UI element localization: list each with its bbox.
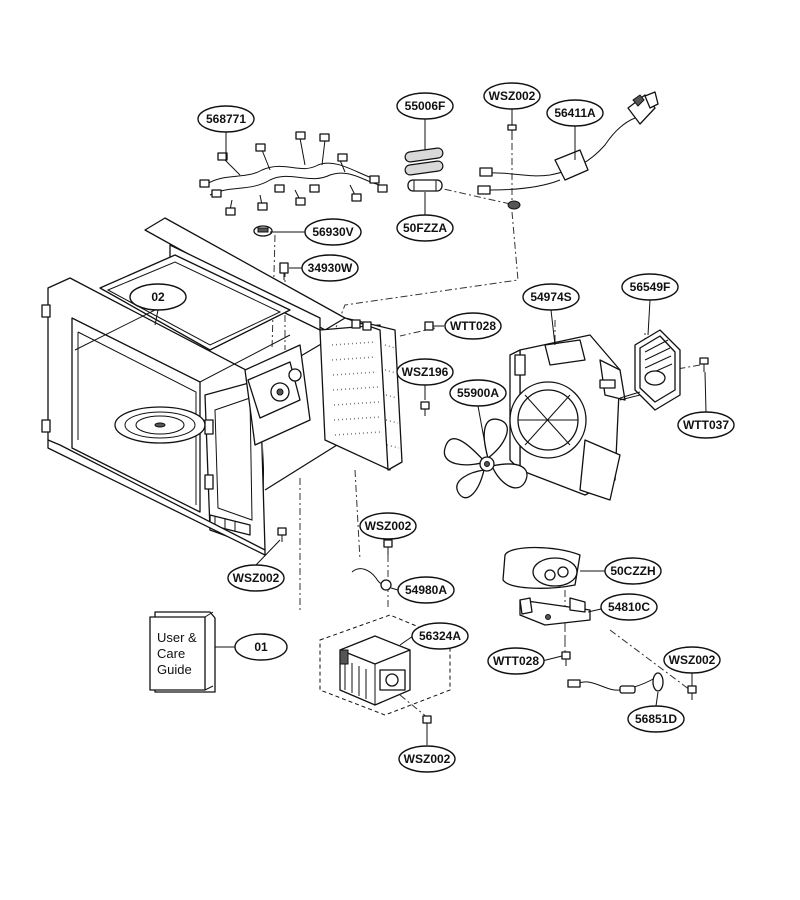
screws [277,321,697,730]
latch-spring [351,568,392,591]
svg-text:568771: 568771 [206,112,246,126]
svg-text:01: 01 [254,640,268,654]
label-54974S: 54974S [522,283,580,311]
svg-text:55006F: 55006F [405,99,446,113]
svg-text:Guide: Guide [157,662,192,677]
user-guide-text: User & Care Guide [157,630,197,677]
microwave-cavity [41,217,403,556]
label-568771: 568771 [197,105,255,133]
label-55900A: 55900A [449,379,507,407]
svg-text:WSZ002: WSZ002 [669,653,716,667]
svg-text:55900A: 55900A [457,386,499,400]
svg-text:WSZ002: WSZ002 [489,89,536,103]
wire-harness [199,131,388,216]
label-WSZ002-left: WSZ002 [227,564,285,592]
label-56549F: 56549F [621,273,679,301]
label-WSZ002-center: WSZ002 [359,512,417,540]
svg-text:50FZZA: 50FZZA [403,221,447,235]
label-56324A: 56324A [411,622,469,650]
capacitor [502,546,581,589]
svg-text:WSZ002: WSZ002 [233,571,280,585]
label-50FZZA: 50FZZA [396,214,454,242]
svg-text:Care: Care [157,646,185,661]
user-guide-book [149,611,216,693]
svg-text:WTT028: WTT028 [450,319,496,333]
svg-text:34930W: 34930W [308,261,353,275]
power-cord-assembly [477,91,659,210]
fan-motor [619,329,709,411]
capacitor-bracket [519,597,591,626]
svg-text:WSZ002: WSZ002 [365,519,412,533]
leader-lines [154,104,707,745]
svg-text:54974S: 54974S [530,290,571,304]
diode [567,672,664,694]
svg-text:User &: User & [157,630,197,645]
label-01: 01 [234,633,288,661]
label-WSZ002-top: WSZ002 [483,82,541,110]
label-50CZZH: 50CZZH [604,557,662,585]
svg-text:WSZ196: WSZ196 [402,365,449,379]
thermal-switch-parts [253,225,289,280]
svg-text:56324A: 56324A [419,629,461,643]
label-34930W: 34930W [301,254,359,282]
svg-text:WTT028: WTT028 [493,654,539,668]
label-WTT037: WTT037 [677,411,735,439]
fan-blade [443,418,528,499]
label-WSZ196: WSZ196 [396,358,454,386]
svg-text:50CZZH: 50CZZH [610,564,655,578]
magnetron [319,614,451,716]
svg-text:54980A: 54980A [405,583,447,597]
label-02: 02 [129,283,187,311]
svg-text:56851D: 56851D [635,712,677,726]
label-WTT028-low: WTT028 [487,647,545,675]
svg-text:56411A: 56411A [554,106,596,120]
svg-text:54810C: 54810C [608,600,650,614]
svg-text:56930V: 56930V [312,225,353,239]
svg-text:WSZ002: WSZ002 [404,752,451,766]
label-WSZ002-right: WSZ002 [663,646,721,674]
svg-text:56549F: 56549F [630,280,671,294]
label-56411A: 56411A [546,99,604,127]
label-54810C: 54810C [600,593,658,621]
svg-text:WTT037: WTT037 [683,418,729,432]
label-54980A: 54980A [397,576,455,604]
label-WSZ002-bottom: WSZ002 [398,745,456,773]
fan-duct-bracket [509,334,641,501]
label-55006F: 55006F [396,92,454,120]
label-WTT028-mid: WTT028 [444,312,502,340]
label-56930V: 56930V [304,218,362,246]
label-56851D: 56851D [627,705,685,733]
fuse-set [404,147,444,192]
svg-text:02: 02 [151,290,165,304]
